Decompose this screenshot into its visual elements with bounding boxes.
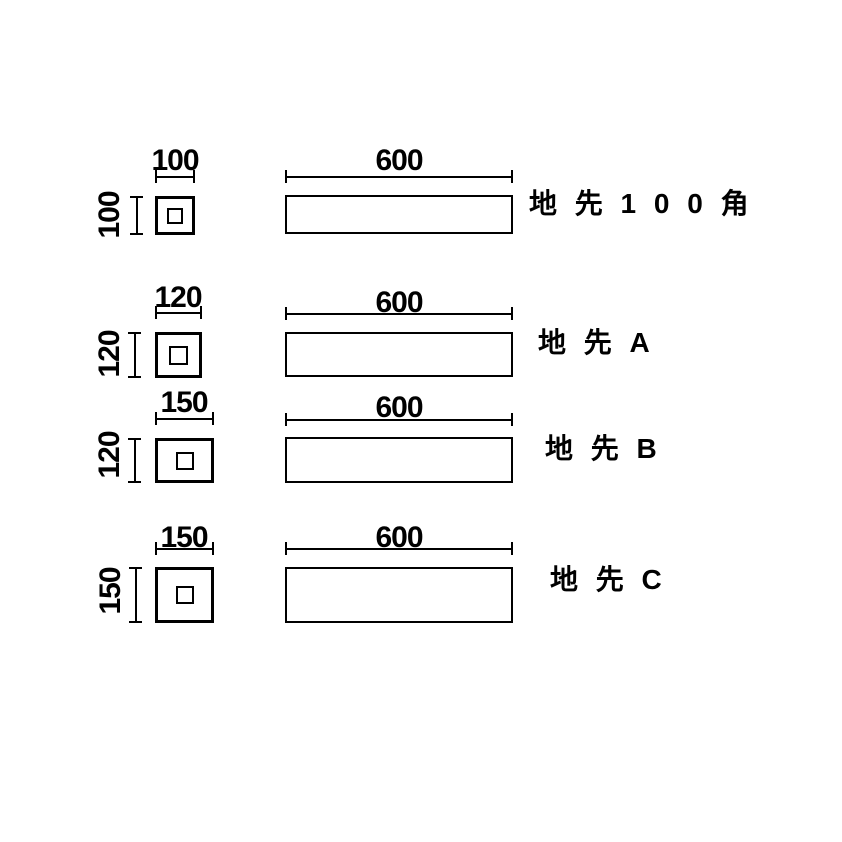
section-width-value: 100 [151, 144, 199, 177]
row-label: 地 先 C [550, 564, 667, 595]
dim-tick [128, 376, 141, 378]
dim-tick [155, 306, 157, 319]
dim-tick [130, 233, 143, 235]
length-value: 600 [375, 286, 423, 319]
length-dimline [285, 170, 513, 183]
section-height-dimline [128, 438, 141, 483]
dim-tick [128, 481, 141, 483]
core-hole [175, 586, 194, 604]
section-width-value: 150 [160, 386, 208, 419]
dim-tick [129, 567, 142, 569]
dim-tick [285, 170, 287, 183]
core-hole [169, 345, 188, 365]
cross-section-view [155, 332, 202, 378]
dim-tick [212, 542, 214, 555]
dim-tick [212, 412, 214, 425]
dim-tick [155, 542, 157, 555]
dim-tick [155, 170, 157, 183]
dim-tick [130, 196, 143, 198]
side-view [285, 332, 513, 377]
core-hole [175, 451, 194, 470]
length-value: 600 [375, 391, 423, 424]
section-height-dimline [128, 332, 141, 378]
section-height-value: 150 [94, 567, 127, 615]
length-value: 600 [375, 144, 423, 177]
length-dimline [285, 307, 513, 320]
length-value: 600 [375, 521, 423, 554]
section-width-dimline [155, 542, 214, 555]
row-label: 地 先 B [545, 433, 662, 464]
section-height-dimline [130, 196, 143, 235]
side-view [285, 195, 513, 234]
dim-tick [200, 306, 202, 319]
dim-tick [511, 413, 513, 426]
side-view [285, 567, 513, 623]
section-width-value: 120 [154, 281, 202, 314]
section-width-dimline [155, 306, 202, 319]
row-label: 地 先 A [538, 327, 655, 358]
side-view [285, 437, 513, 483]
dim-tick [128, 332, 141, 334]
dim-tick [155, 412, 157, 425]
dim-tick [193, 170, 195, 183]
dim-tick [285, 413, 287, 426]
section-width-dimline [155, 170, 195, 183]
section-height-dimline [129, 567, 142, 623]
dim-tick [511, 542, 513, 555]
dim-tick [285, 307, 287, 320]
dim-tick [128, 438, 141, 440]
section-width-dimline [155, 412, 214, 425]
section-height-value: 120 [93, 431, 126, 479]
cross-section-view [155, 567, 214, 623]
section-height-value: 100 [93, 191, 126, 239]
core-hole [167, 207, 183, 224]
length-dimline [285, 542, 513, 555]
dim-tick [285, 542, 287, 555]
cross-section-view [155, 438, 214, 483]
dim-tick [511, 307, 513, 320]
length-dimline [285, 413, 513, 426]
dim-tick [511, 170, 513, 183]
cross-section-view [155, 196, 195, 235]
section-width-value: 150 [160, 521, 208, 554]
dim-tick [129, 621, 142, 623]
section-height-value: 120 [93, 330, 126, 378]
row-label: 地 先 1 0 0 角 [529, 188, 754, 219]
